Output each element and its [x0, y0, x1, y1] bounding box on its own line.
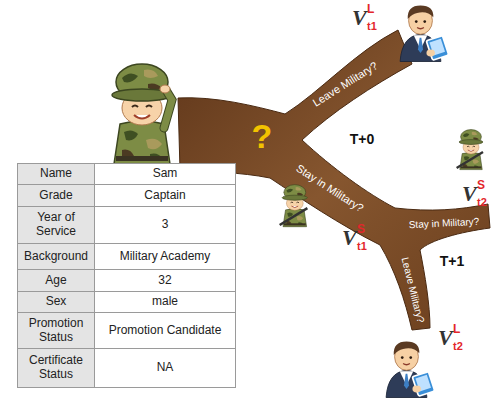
table-cell: Promotion Status: [17, 312, 95, 349]
civilian-figure: [400, 5, 449, 61]
table-cell: Year of Service: [17, 206, 95, 244]
table-cell: Sam: [94, 163, 236, 185]
value-symbol: VSt2: [462, 182, 500, 212]
main-soldier-figure: [112, 64, 172, 164]
table-cell: Captain: [94, 184, 236, 207]
table-cell: 3: [94, 206, 236, 244]
time-step-label: T+0: [350, 132, 375, 147]
value-subscript: t2: [453, 340, 463, 352]
table-cell: Military Academy: [94, 243, 236, 270]
value-superscript: L: [367, 3, 374, 16]
soldier-figure: [280, 185, 308, 227]
civilian-figure: [386, 341, 435, 397]
value-symbol: VLt2: [438, 326, 478, 356]
table-cell: Sex: [17, 291, 95, 313]
time-step-label: T+1: [440, 254, 465, 269]
table-cell: 32: [94, 269, 236, 292]
value-subscript: t2: [477, 196, 487, 208]
table-cell: NA: [94, 348, 236, 388]
value-subscript: t1: [357, 240, 367, 252]
value-letter: V: [462, 182, 477, 206]
table-cell: Background: [17, 243, 95, 270]
value-letter: V: [352, 6, 367, 30]
value-symbol: VLt1: [352, 6, 392, 36]
value-letter: V: [438, 326, 453, 350]
table-cell: male: [94, 291, 236, 313]
table-cell: Promotion Candidate: [94, 312, 236, 349]
value-superscript: L: [453, 323, 460, 336]
question-mark: ?: [252, 118, 273, 155]
value-superscript: S: [357, 223, 365, 236]
table-cell: Grade: [17, 184, 95, 207]
value-letter: V: [342, 226, 357, 250]
value-superscript: S: [477, 179, 485, 192]
soldier-figure: [457, 130, 483, 170]
table-cell: Age: [17, 269, 95, 292]
value-symbol: VSt1: [342, 226, 382, 256]
table-cell: Certificate Status: [17, 348, 95, 388]
value-subscript: t1: [367, 20, 377, 32]
table-cell: Name: [17, 163, 95, 185]
